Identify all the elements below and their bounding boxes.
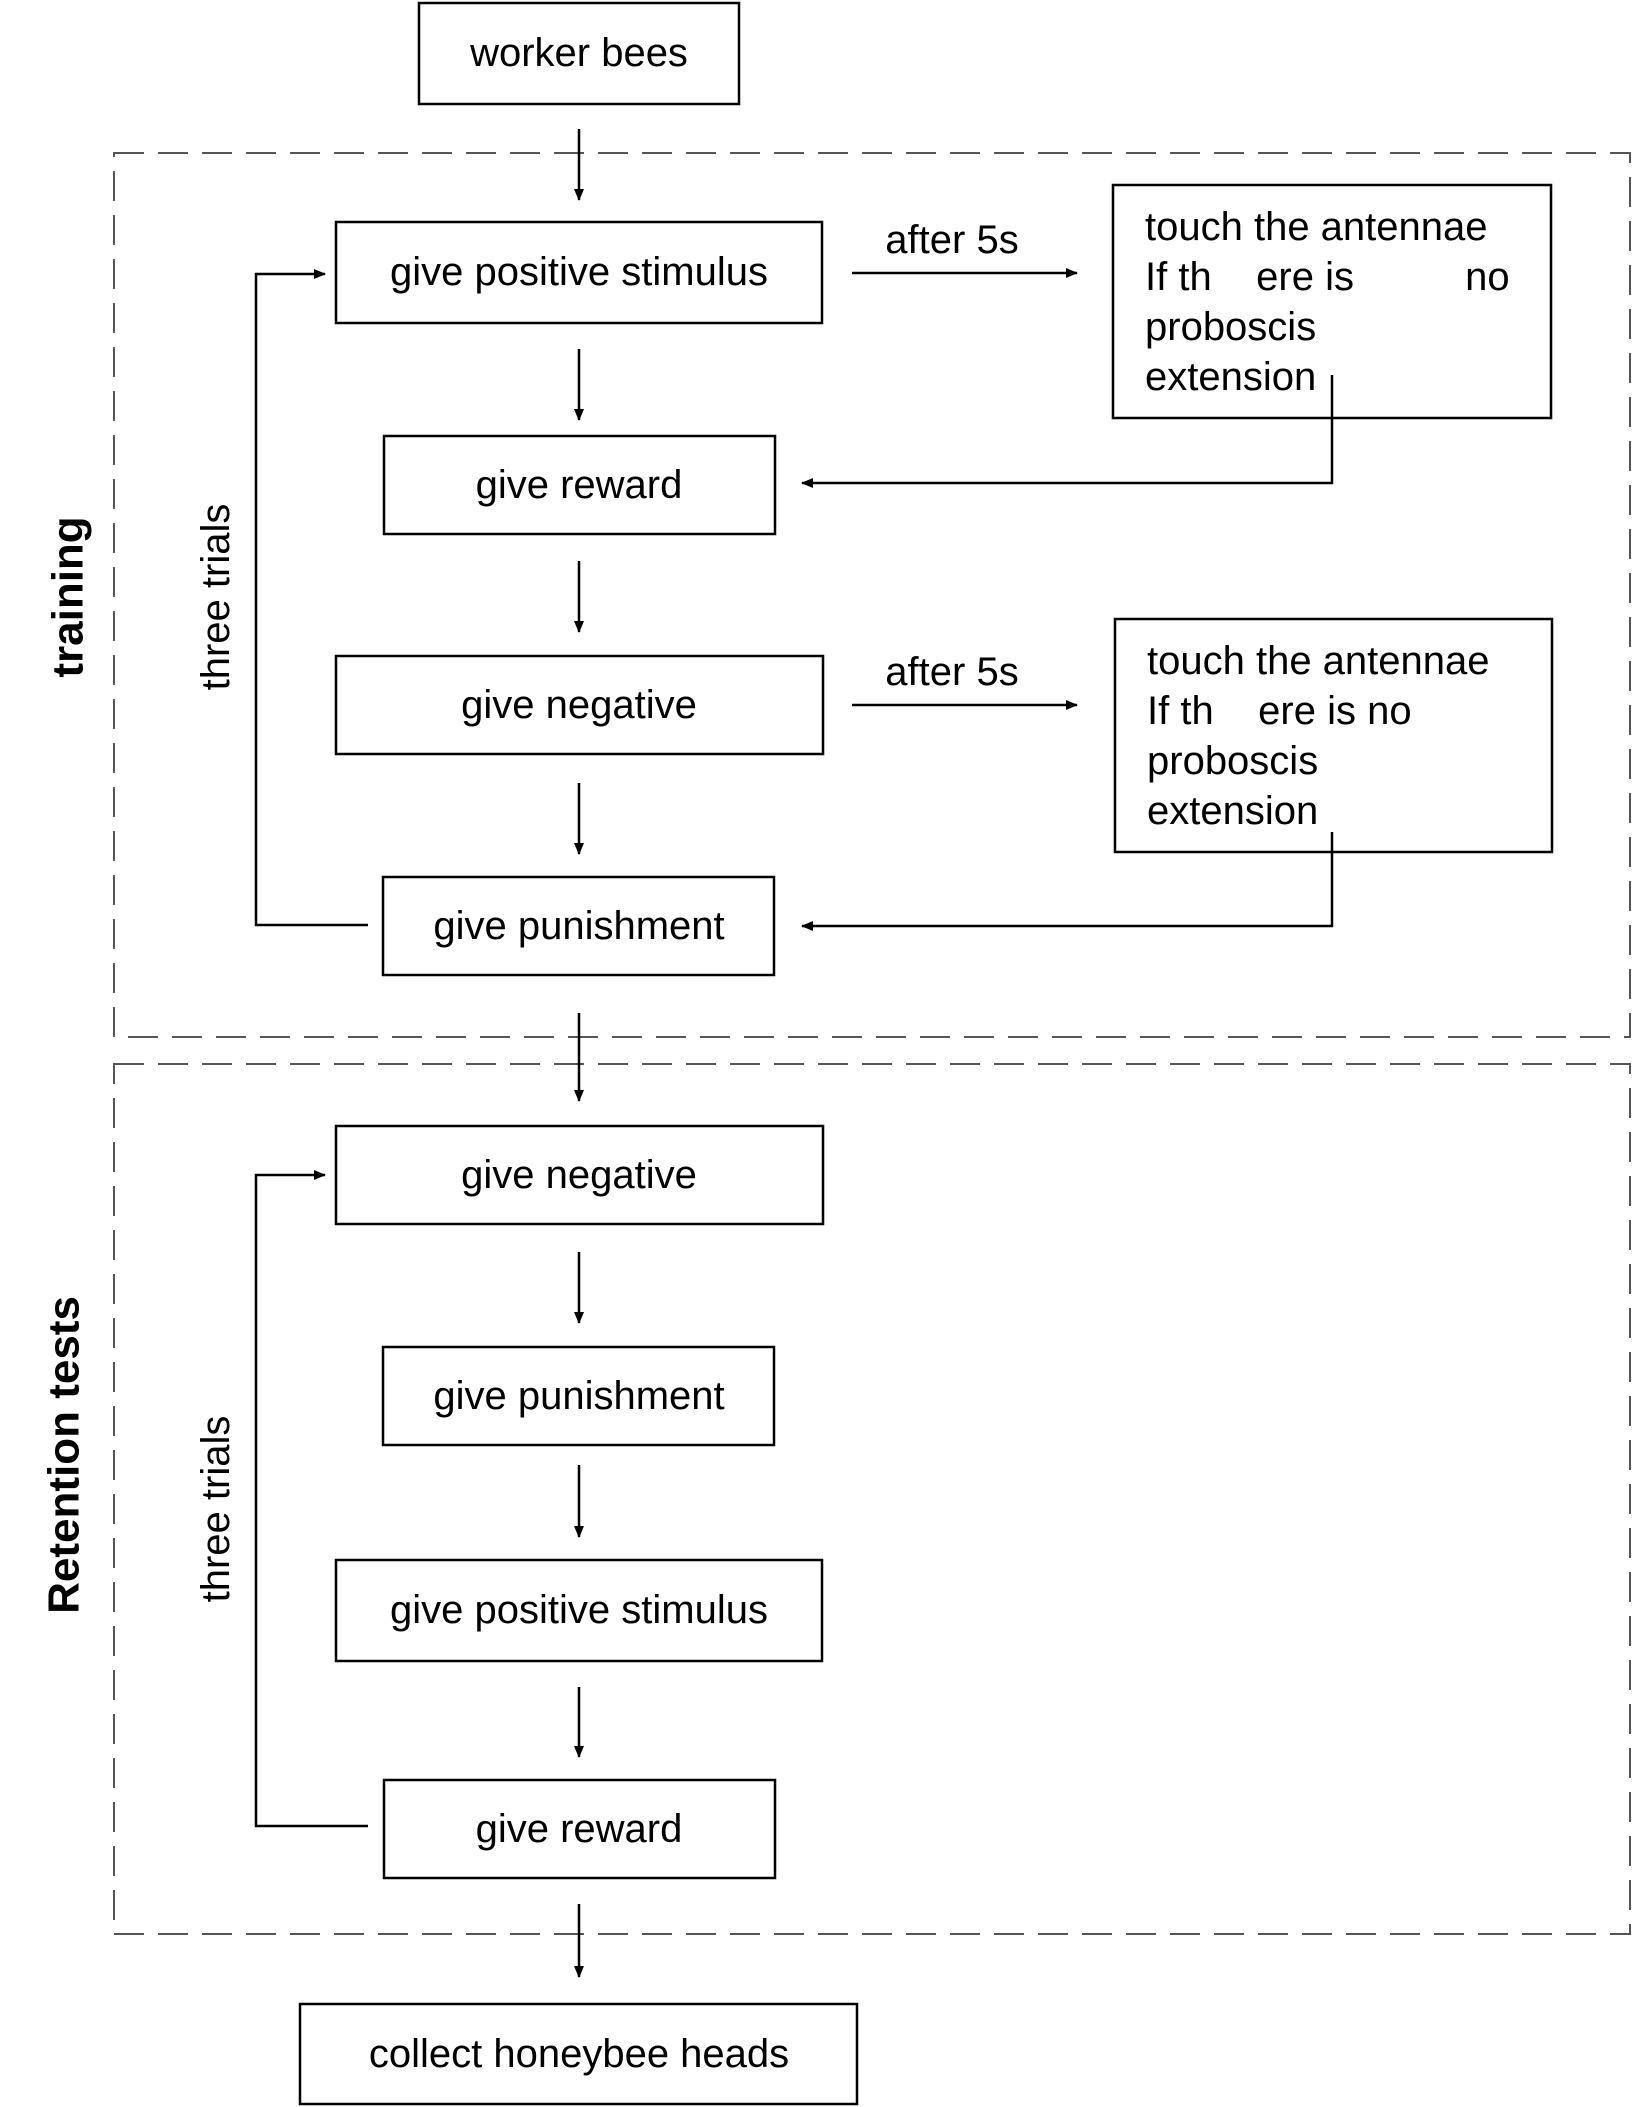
training-loop-label: three trials <box>194 504 238 691</box>
retention-loop-arrow <box>254 1170 368 1828</box>
check-text-line: touch the antennae <box>1145 205 1488 249</box>
timing-label: after 5s <box>885 650 1018 694</box>
check-text-line: extension <box>1147 789 1318 833</box>
retention-loop-label: three trials <box>194 1416 238 1603</box>
training-loop-arrow <box>254 269 368 927</box>
antennae-check-box-1: touch the antennae If th ere is no probo… <box>0 0 1587 420</box>
retention-step-label: give reward <box>476 1807 683 1851</box>
retention-step-reward: give reward <box>382 1778 777 1880</box>
training-step-reward: give reward <box>382 434 777 536</box>
check-text-line: touch the antennae <box>1147 639 1490 683</box>
training-step-punishment: give punishment <box>381 875 776 977</box>
retention-step-label: give negative <box>461 1153 697 1197</box>
training-step-label: give positive stimulus <box>390 250 768 294</box>
antennae-check-box-2: touch the antennae If th ere is no probo… <box>0 0 1567 854</box>
svg-text:touch the antennae If th: touch the antennae If th ere is no probo… <box>0 0 1567 833</box>
retention-step-label: give punishment <box>433 1374 724 1418</box>
retention-step-punishment: give punishment <box>381 1345 776 1447</box>
return-arrow <box>801 832 1334 931</box>
check-text-line: If th ere is no <box>1147 689 1412 733</box>
training-step-negative: give negative <box>334 654 825 756</box>
svg-text:touch the antennae If th: touch the antennae If th ere is no probo… <box>0 0 1587 399</box>
start-node: worker bees <box>417 1 741 106</box>
check-text-line: extension <box>1145 355 1316 399</box>
training-step-label: give negative <box>461 683 697 727</box>
retention-step-positive-stimulus: give positive stimulus <box>334 1558 824 1663</box>
check-text-line: proboscis <box>1147 739 1318 783</box>
retention-step-label: give positive stimulus <box>390 1588 768 1632</box>
training-step-positive-stimulus: give positive stimulus <box>334 220 824 325</box>
training-step-label: give punishment <box>433 904 724 948</box>
retention-step-negative: give negative <box>334 1124 825 1226</box>
check-text-line: If th ere is no <box>1145 255 1510 299</box>
training-section-label: training <box>44 516 93 677</box>
end-node-label: collect honeybee heads <box>369 2032 789 2076</box>
check-text-line: proboscis <box>1145 305 1316 349</box>
retention-section-label: Retention tests <box>40 1296 89 1614</box>
retention-section-frame <box>113 1063 1631 1935</box>
return-arrow <box>801 375 1334 488</box>
training-section-frame <box>113 152 1631 1038</box>
training-step-label: give reward <box>476 463 683 507</box>
end-node: collect honeybee heads <box>298 2002 859 2106</box>
timing-label: after 5s <box>885 218 1018 262</box>
start-node-label: worker bees <box>469 31 688 75</box>
